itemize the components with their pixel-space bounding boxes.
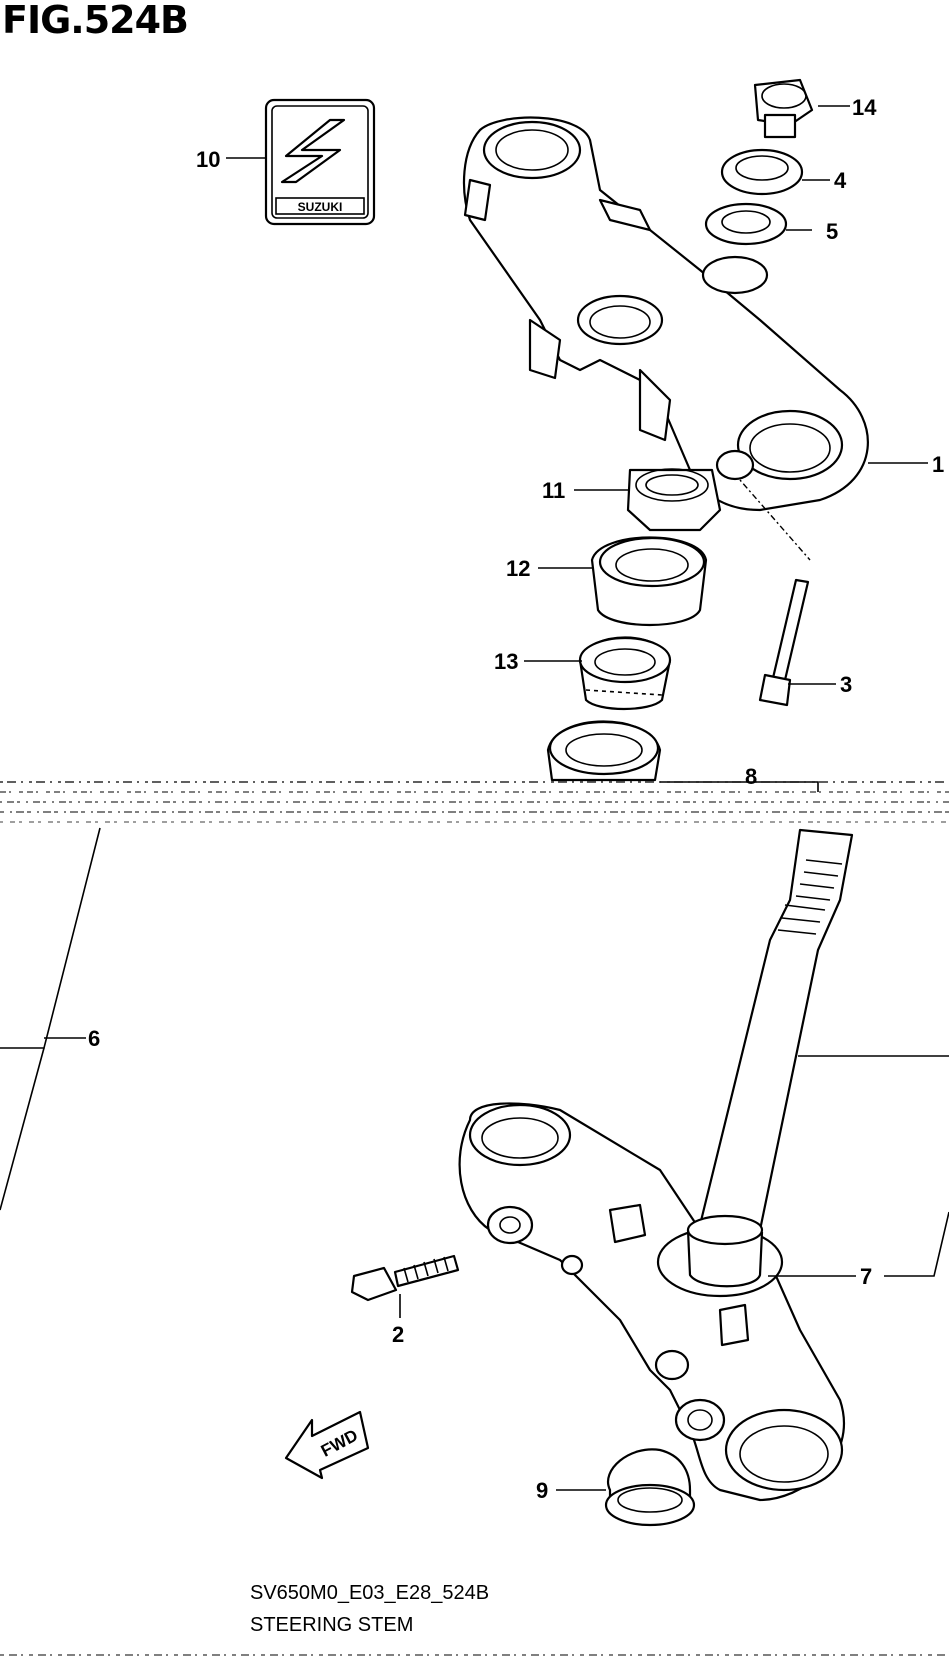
callout-3: 3: [840, 672, 852, 697]
bearing-13: [578, 636, 672, 711]
callouts: 10 14 4 5 1 11 12 13 3 8 6 7 2 9: [88, 95, 944, 1503]
washer-4: [720, 148, 804, 196]
figure-title: FIG.524B: [2, 0, 189, 42]
callout-8: 8: [745, 764, 757, 789]
nut-14: [753, 78, 814, 139]
bolt-3: [758, 578, 810, 707]
suzuki-s-logo-icon: [280, 118, 346, 184]
callout-11: 11: [542, 478, 565, 503]
callout-9: 9: [536, 1478, 548, 1503]
callout-2: 2: [392, 1322, 404, 1347]
cap-9: [604, 1448, 696, 1527]
steering-stem-lower-bracket: [458, 828, 854, 1502]
callout-6: 6: [88, 1026, 100, 1051]
fwd-arrow-icon: FWD: [284, 1410, 370, 1480]
seal-12: [590, 536, 708, 627]
figure-code: SV650M0_E03_E28_524B: [250, 1582, 490, 1604]
bolt-2: [350, 1254, 460, 1302]
suzuki-emblem: SUZUKI: [264, 98, 376, 226]
callout-14: 14: [852, 95, 877, 120]
washer-5: [704, 202, 788, 246]
upper-bracket: [462, 116, 869, 512]
callout-12: 12: [506, 556, 530, 581]
callout-4: 4: [834, 168, 847, 193]
callout-5: 5: [826, 219, 838, 244]
callout-13: 13: [494, 649, 518, 674]
emblem-text: SUZUKI: [298, 200, 343, 214]
callout-1: 1: [932, 452, 944, 477]
race-8: [546, 720, 662, 782]
callout-10: 10: [196, 147, 220, 172]
lock-nut-11: [626, 468, 722, 532]
callout-7: 7: [860, 1264, 872, 1289]
leader-lines: [0, 105, 949, 1491]
figure-name: STEERING STEM: [250, 1614, 414, 1636]
